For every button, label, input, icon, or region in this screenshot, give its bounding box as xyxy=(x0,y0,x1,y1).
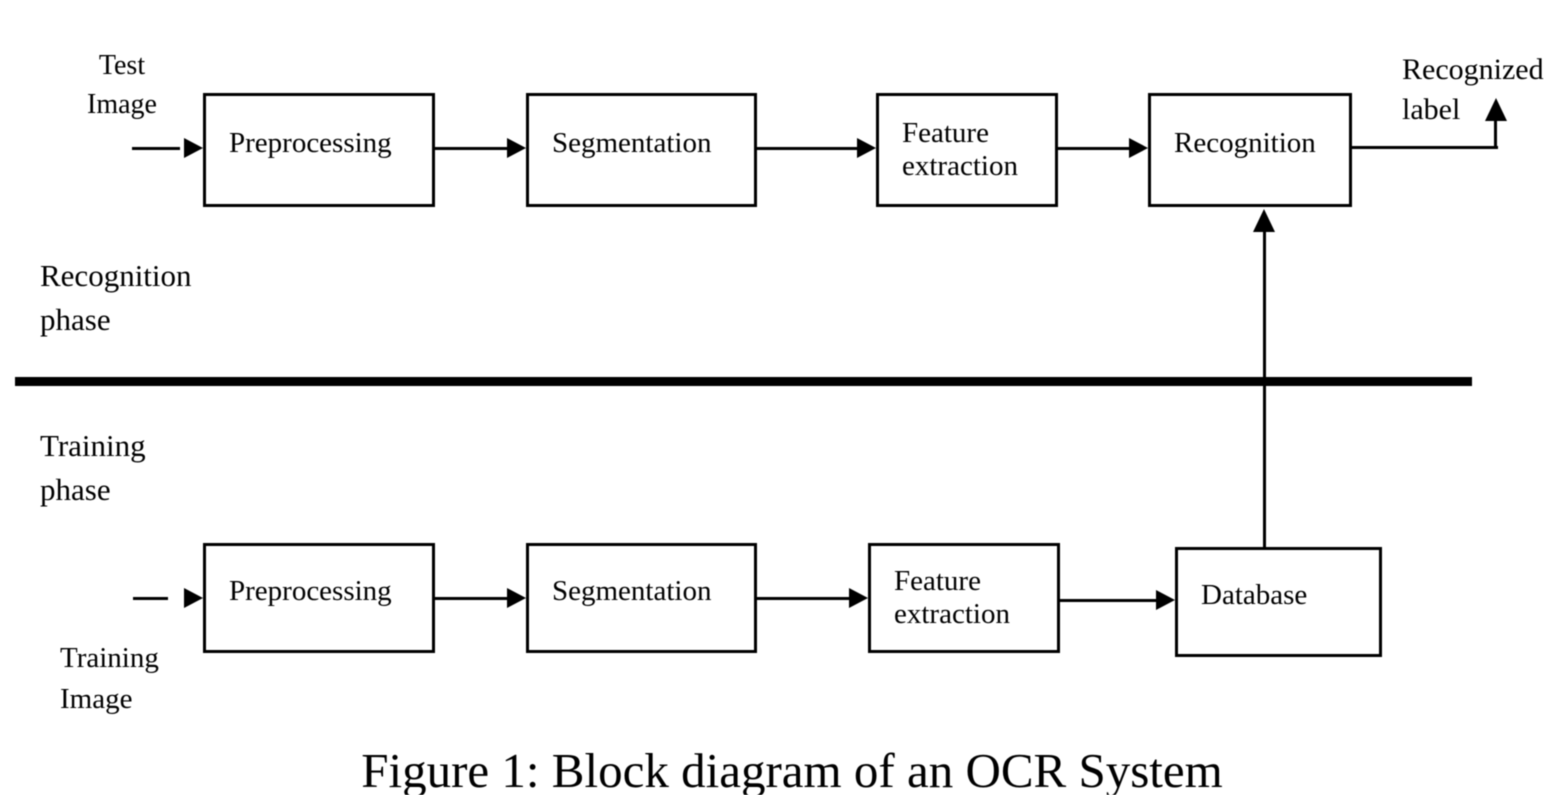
arrow-recognition-to-recognized-label-head-icon xyxy=(1485,98,1507,121)
label-recognition-phase-line2: phase xyxy=(40,302,111,337)
label-test-image: Test Image xyxy=(80,46,164,124)
box-segmentation-recognition: Segmentation xyxy=(526,93,757,207)
arrow-segmentation-to-feature-extraction-training-head-icon xyxy=(849,588,868,608)
arrow-feature-extraction-to-database-line xyxy=(1060,599,1158,602)
label-recognition-phase-line1: Recognition xyxy=(40,258,192,293)
box-database: Database xyxy=(1175,547,1382,657)
arrow-training-image-to-preprocessing-line xyxy=(133,597,168,600)
label-recognized-line2: label xyxy=(1402,93,1461,126)
label-training-image-line1: Training xyxy=(60,642,159,674)
arrow-preprocessing-to-segmentation-recognition-line xyxy=(435,147,509,150)
figure-caption: Figure 1: Block diagram of an OCR System xyxy=(361,743,1223,795)
arrow-recognition-to-recognized-label-line xyxy=(1352,146,1498,149)
arrow-segmentation-to-feature-extraction-training-line xyxy=(757,597,851,600)
arrow-feature-extraction-to-recognition-line xyxy=(1058,147,1131,150)
box-feature-extraction-training-label: Feature extraction xyxy=(894,565,1010,630)
box-database-label: Database xyxy=(1201,578,1308,611)
arrow-preprocessing-to-segmentation-recognition-head-icon xyxy=(507,138,526,158)
arrow-preprocessing-to-segmentation-training-line xyxy=(435,597,509,600)
arrow-database-to-recognition-line xyxy=(1263,232,1266,547)
box-feature-extraction-training: Feature extraction xyxy=(868,543,1060,653)
arrow-feature-extraction-to-database-head-icon xyxy=(1156,590,1175,610)
label-training-image-line2: Image xyxy=(60,683,133,715)
arrow-segmentation-to-feature-extraction-recognition-head-icon xyxy=(857,138,876,158)
label-test-image-line2: Image xyxy=(87,89,157,120)
arrow-recognition-to-recognized-label-vline xyxy=(1494,119,1497,149)
phase-divider-line xyxy=(15,377,1472,386)
label-recognized-label: Recognized label xyxy=(1402,50,1544,130)
label-recognized-line1: Recognized xyxy=(1402,53,1544,86)
label-training-phase-line1: Training xyxy=(40,428,146,463)
box-recognition: Recognition xyxy=(1148,93,1352,207)
box-preprocessing-recognition: Preprocessing xyxy=(203,93,435,207)
box-preprocessing-recognition-label: Preprocessing xyxy=(229,126,392,159)
box-segmentation-training: Segmentation xyxy=(526,543,757,653)
box-recognition-label: Recognition xyxy=(1174,126,1316,159)
arrow-preprocessing-to-segmentation-training-head-icon xyxy=(507,588,526,608)
arrow-segmentation-to-feature-extraction-recognition-line xyxy=(757,147,859,150)
box-feature-extraction-recognition: Feature extraction xyxy=(876,93,1058,207)
arrow-test-image-to-preprocessing-head-icon xyxy=(184,138,203,158)
box-preprocessing-training-label: Preprocessing xyxy=(229,574,392,607)
box-segmentation-recognition-label: Segmentation xyxy=(552,126,712,159)
arrow-feature-extraction-to-recognition-head-icon xyxy=(1129,138,1148,158)
label-training-phase: Training phase xyxy=(40,424,146,512)
arrow-training-image-to-preprocessing-head-icon xyxy=(184,588,203,608)
label-training-image: Training Image xyxy=(60,638,159,720)
label-test-image-line1: Test xyxy=(98,50,146,81)
box-feature-extraction-recognition-label: Feature extraction xyxy=(902,117,1018,182)
box-preprocessing-training: Preprocessing xyxy=(203,543,435,653)
label-recognition-phase: Recognition phase xyxy=(40,254,192,342)
arrow-test-image-to-preprocessing-line xyxy=(132,147,180,150)
arrow-database-to-recognition-head-icon xyxy=(1253,209,1275,232)
box-segmentation-training-label: Segmentation xyxy=(552,574,712,607)
label-training-phase-line2: phase xyxy=(40,472,111,507)
